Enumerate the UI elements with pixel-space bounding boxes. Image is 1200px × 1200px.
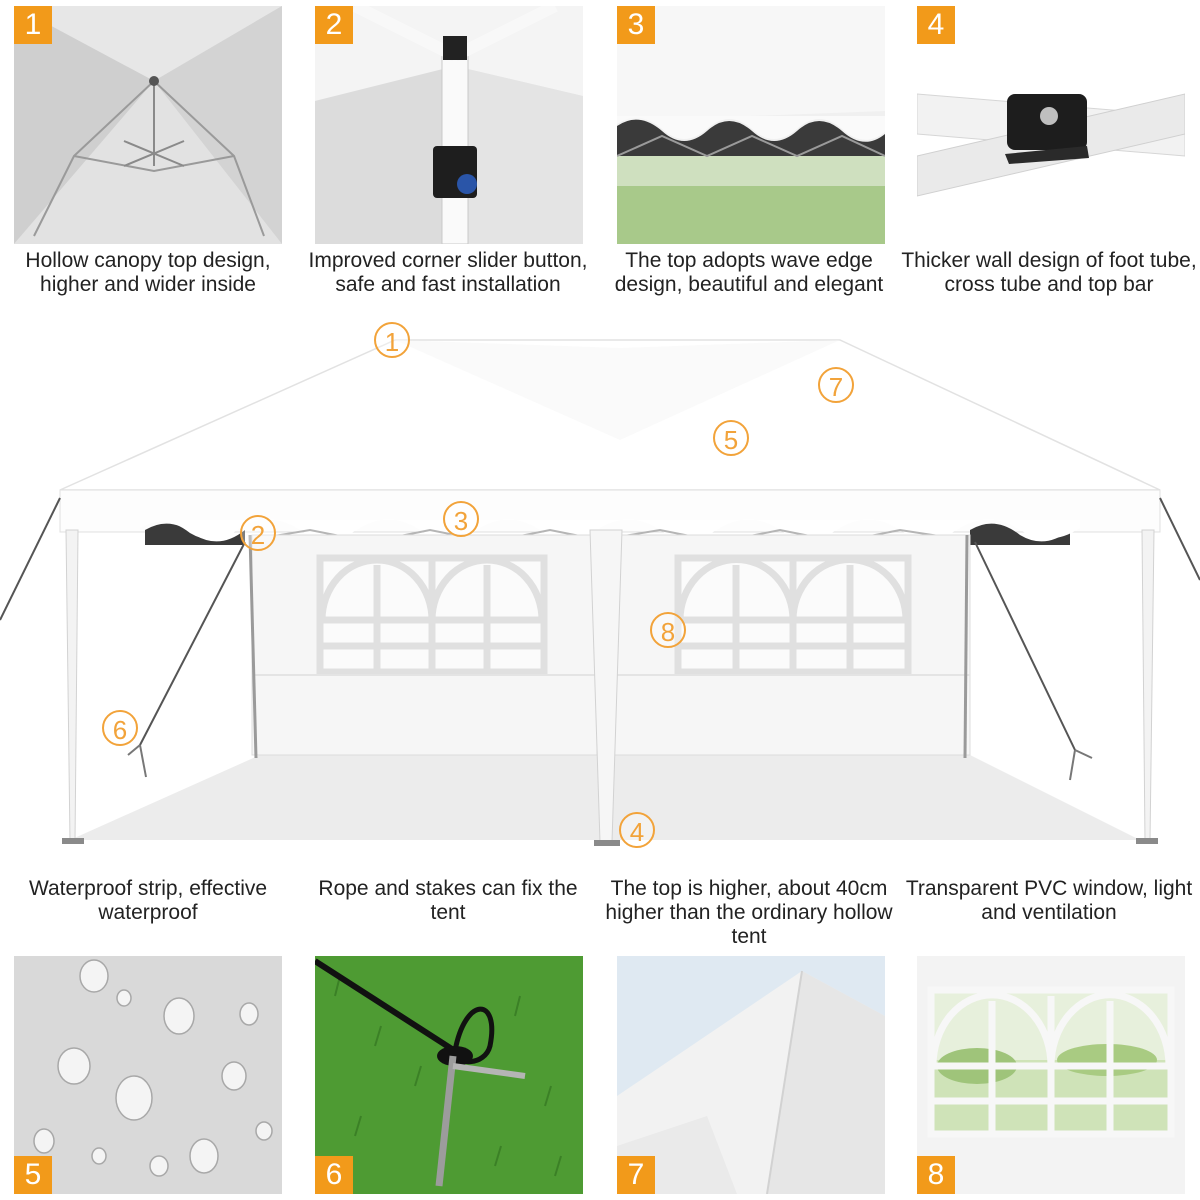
higher-top-image — [617, 956, 885, 1194]
thick-tube-image — [917, 6, 1185, 244]
callout-5: 5 — [713, 420, 749, 456]
feature-caption: The top is higher, about 40cm higher tha… — [605, 877, 893, 948]
wave-edge-image — [617, 6, 885, 244]
callout-2: 2 — [240, 515, 276, 551]
feature-badge: 6 — [315, 1156, 353, 1194]
feature-badge: 8 — [917, 1156, 955, 1194]
callout-7: 7 — [818, 367, 854, 403]
callout-4: 4 — [619, 812, 655, 848]
callout-6: 6 — [102, 710, 138, 746]
pvc-window-image — [917, 956, 1185, 1194]
thumb-corner-slider: 2 — [315, 6, 583, 244]
feature-caption: Thicker wall design of foot tube, cross … — [901, 249, 1197, 296]
rope-stake-image — [315, 956, 583, 1194]
feature-badge: 5 — [14, 1156, 52, 1194]
feature-badge: 1 — [14, 6, 52, 44]
feature-badge: 3 — [617, 6, 655, 44]
callout-1: 1 — [374, 322, 410, 358]
feature-caption: Rope and stakes can fix the tent — [318, 877, 578, 924]
thumb-waterproof: 5 — [14, 956, 282, 1194]
feature-caption: Waterproof strip, effective waterproof — [28, 877, 268, 924]
thumb-higher-top: 7 — [617, 956, 885, 1194]
thumb-wave-edge: 3 — [617, 6, 885, 244]
thumb-thick-tube: 4 — [917, 6, 1185, 244]
feature-caption: Hollow canopy top design, higher and wid… — [25, 249, 271, 296]
thumb-hollow-canopy: 1 — [14, 6, 282, 244]
tent-illustration — [0, 339, 1200, 846]
feature-caption: The top adopts wave edge design, beautif… — [614, 249, 884, 296]
feature-badge: 4 — [917, 6, 955, 44]
feature-caption: Transparent PVC window, light and ventil… — [905, 877, 1193, 924]
feature-caption: Improved corner slider button, safe and … — [308, 249, 588, 296]
canopy-interior-image — [14, 6, 282, 244]
corner-slider-image — [315, 6, 583, 244]
callout-8: 8 — [650, 612, 686, 648]
thumb-rope-stakes: 6 — [315, 956, 583, 1194]
callout-3: 3 — [443, 501, 479, 537]
thumb-pvc-window: 8 — [917, 956, 1185, 1194]
feature-badge: 2 — [315, 6, 353, 44]
water-drops-image — [14, 956, 282, 1194]
feature-badge: 7 — [617, 1156, 655, 1194]
